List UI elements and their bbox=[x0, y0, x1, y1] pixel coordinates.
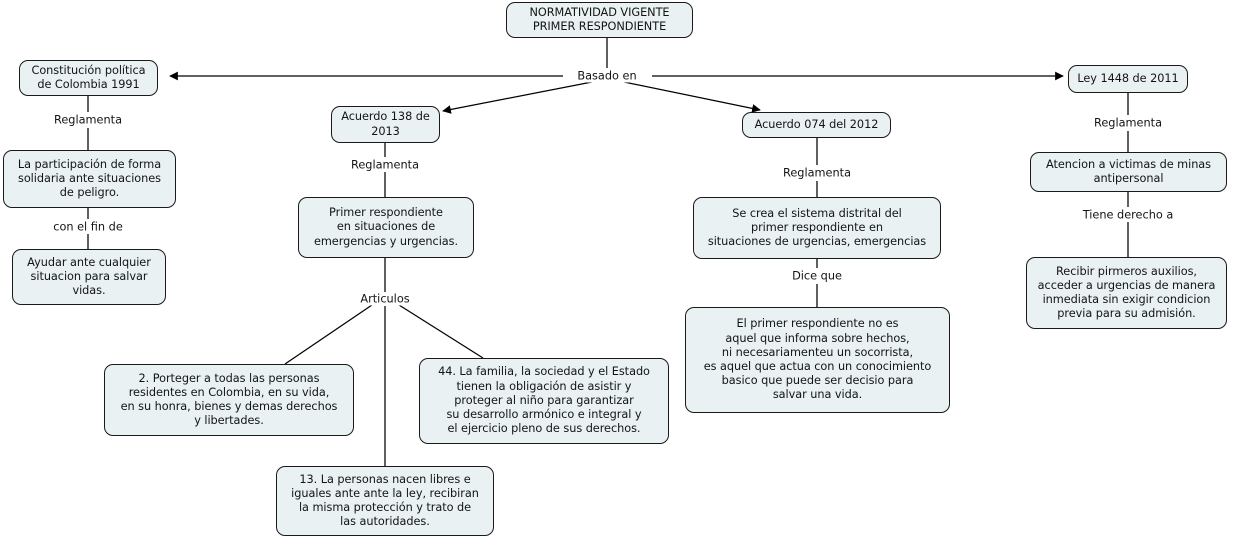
link-label-reglamenta-ley1448: Reglamenta bbox=[1091, 116, 1165, 130]
edge-articulos-to-articulo44 bbox=[398, 304, 484, 359]
node-atencion-victimas-minas[interactable]: Atencion a victimas de minas antipersona… bbox=[1030, 152, 1227, 192]
link-label-articulos: Articulos bbox=[357, 292, 413, 306]
node-articulo-44[interactable]: 44. La familia, la sociedad y el Estado … bbox=[419, 358, 669, 444]
node-articulo-2[interactable]: 2. Porteger a todas las personas residen… bbox=[104, 364, 354, 436]
node-constitucion-politica[interactable]: Constitución política de Colombia 1991 bbox=[19, 60, 158, 96]
edge-articulos-to-articulo2 bbox=[284, 304, 373, 365]
edge-basado-to-acuerdo138 bbox=[442, 81, 593, 114]
node-ley-1448-2011[interactable]: Ley 1448 de 2011 bbox=[1068, 65, 1188, 93]
link-label-reglamenta-acuerdo074: Reglamenta bbox=[780, 166, 854, 180]
node-primer-respondiente-emergencias[interactable]: Primer respondiente en situaciones de em… bbox=[298, 197, 474, 258]
node-acuerdo-138-2013[interactable]: Acuerdo 138 de 2013 bbox=[331, 106, 440, 143]
link-label-reglamenta-acuerdo138: Reglamenta bbox=[348, 158, 422, 172]
link-label-dice-que: Dice que bbox=[789, 269, 845, 283]
node-sistema-distrital[interactable]: Se crea el sistema distrital del primer … bbox=[693, 197, 941, 259]
node-root[interactable]: NORMATIVIDAD VIGENTE PRIMER RESPONDIENTE bbox=[506, 2, 693, 38]
node-ayudar-salvar-vidas[interactable]: Ayudar ante cualquier situacion para sal… bbox=[12, 249, 166, 305]
link-label-basado-en: Basado en bbox=[574, 69, 640, 83]
node-articulo-13[interactable]: 13. La personas nacen libres e iguales a… bbox=[276, 466, 494, 536]
link-label-reglamenta-constitucion: Reglamenta bbox=[51, 113, 125, 127]
node-participacion-solidaria[interactable]: La participación de forma solidaria ante… bbox=[3, 150, 176, 208]
link-label-tiene-derecho-a: Tiene derecho a bbox=[1079, 208, 1177, 222]
node-primeros-auxilios[interactable]: Recibir pirmeros auxilios, acceder a urg… bbox=[1026, 257, 1227, 329]
node-definicion-primer-respondiente[interactable]: El primer respondiente no es aquel que i… bbox=[685, 307, 950, 413]
edge-basado-to-acuerdo074 bbox=[623, 81, 761, 113]
link-label-con-el-fin-de: con el fin de bbox=[50, 220, 126, 234]
node-acuerdo-074-2012[interactable]: Acuerdo 074 del 2012 bbox=[742, 112, 891, 138]
